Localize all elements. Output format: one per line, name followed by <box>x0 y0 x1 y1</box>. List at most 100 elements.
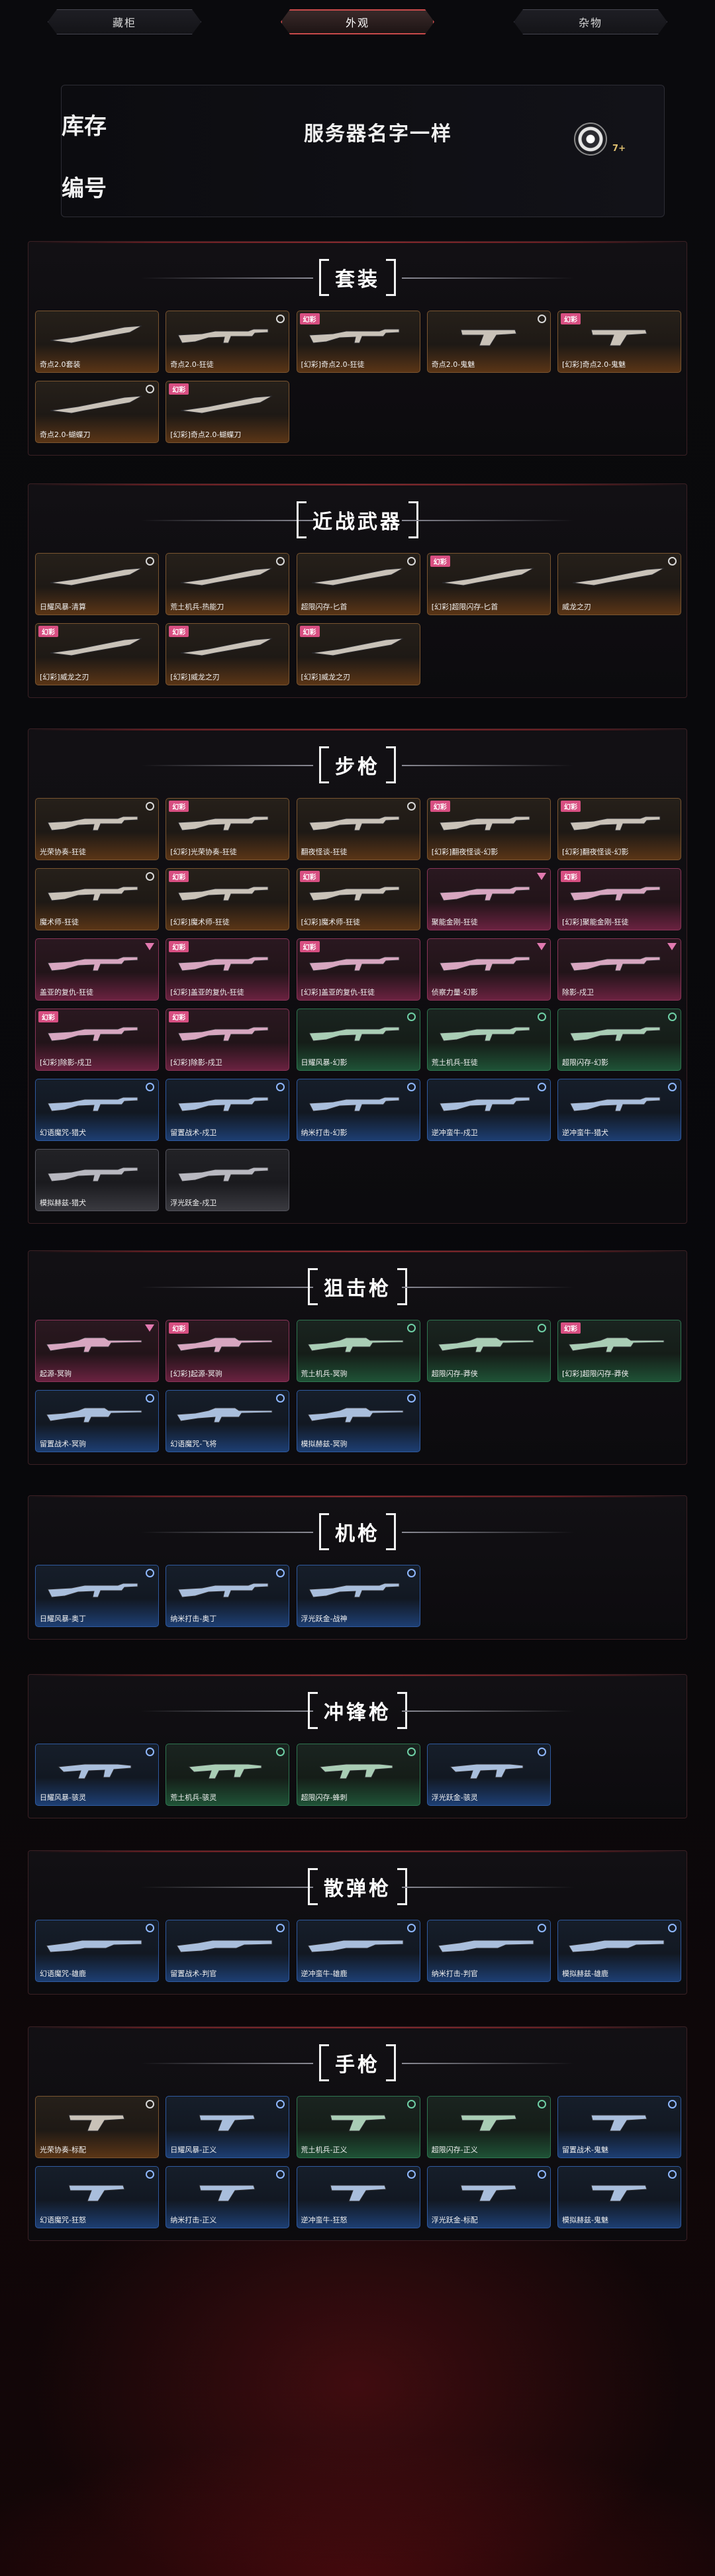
tab-2[interactable]: 杂物 <box>514 9 667 34</box>
skin-name: 光荣协奏-狂徒 <box>40 848 86 856</box>
variant-badge: 幻彩 <box>430 801 450 812</box>
skin-card[interactable]: 纳米打击-奥丁 <box>166 1565 290 1627</box>
pistol-icon <box>307 2108 406 2132</box>
skin-card[interactable]: 幻彩[幻彩]奇点2.0-鬼魅 <box>557 311 681 373</box>
skin-card[interactable]: 逆冲蛮牛-戍卫 <box>426 1079 551 1141</box>
skin-card[interactable]: 模拟赫兹-冥驹 <box>296 1390 420 1452</box>
skin-card[interactable]: 翻夜怪谈-狂徒 <box>296 798 420 860</box>
skin-card[interactable]: 超限闪存-幻影 <box>557 1009 681 1071</box>
skin-card[interactable]: 幻彩[幻彩]除影-戍卫 <box>166 1009 290 1071</box>
skin-card[interactable]: 荒土机兵-正义 <box>296 2096 420 2158</box>
skin-card[interactable]: 威龙之刃 <box>557 553 681 615</box>
skin-card[interactable]: 逆冲蛮牛-猎犬 <box>557 1079 681 1141</box>
section-divider-right <box>402 1710 574 1712</box>
skin-card[interactable]: 模拟赫兹-猎犬 <box>35 1149 159 1211</box>
skin-card[interactable]: 光荣协奏-狂徒 <box>35 798 159 860</box>
skin-card[interactable]: 留置战术-冥驹 <box>35 1390 159 1452</box>
skin-card[interactable]: 荒土机兵-冥驹 <box>296 1320 420 1382</box>
skin-card[interactable]: 幻语魔咒-飞将 <box>166 1390 290 1452</box>
sniper-icon <box>45 1403 144 1425</box>
skin-card[interactable]: 幻彩[幻彩]聚能金刚-狂徒 <box>557 868 681 930</box>
skin-card[interactable]: 奇点2.0-狂徒 <box>166 311 290 373</box>
skin-card[interactable]: 幻彩[幻彩]威龙之刃 <box>296 623 420 685</box>
skin-card[interactable]: 幻彩[幻彩]超限闪存-匕首 <box>426 553 551 615</box>
skin-card[interactable]: 幻彩[幻彩]翻夜怪谈-幻影 <box>557 798 681 860</box>
skin-card[interactable]: 奇点2.0-蝴蝶刀 <box>35 381 159 443</box>
skin-card[interactable]: 幻语魔咒-狂怒 <box>35 2166 159 2228</box>
skin-name: 纳米打击-判官 <box>431 1969 478 1978</box>
skin-card[interactable]: 日耀风暴-骇灵 <box>35 1744 159 1806</box>
skin-card[interactable]: 纳米打击-判官 <box>426 1920 551 1982</box>
section-header: 套装 <box>28 256 687 299</box>
skin-card[interactable]: 日耀风暴-幻影 <box>296 1009 420 1071</box>
skin-card[interactable]: 除影-戍卫 <box>557 938 681 1001</box>
skin-card[interactable]: 浮光跃金-戍卫 <box>166 1149 290 1211</box>
skin-card[interactable]: 荒土机兵-热能刀 <box>166 553 290 615</box>
skin-card[interactable]: 纳米打击-正义 <box>166 2166 290 2228</box>
tier-circle-icon <box>406 2170 416 2179</box>
rifle-icon <box>307 811 406 833</box>
skin-card[interactable]: 幻彩[幻彩]威龙之刃 <box>166 623 290 685</box>
skin-card[interactable]: 浮光跃金-骇灵 <box>426 1744 551 1806</box>
skin-card[interactable]: 幻彩[幻彩]除影-戍卫 <box>35 1009 159 1071</box>
skin-card[interactable]: 浮光跃金-战神 <box>296 1565 420 1627</box>
tier-triangle-icon <box>536 873 546 880</box>
skin-card[interactable]: 幻彩[幻彩]光荣协奏-狂徒 <box>166 798 290 860</box>
skin-card[interactable]: 幻语魔咒-雄鹿 <box>35 1920 159 1982</box>
item-grid: 光荣协奏-狂徒幻彩[幻彩]光荣协奏-狂徒翻夜怪谈-狂徒幻彩[幻彩]翻夜怪谈-幻影… <box>35 798 681 1211</box>
skin-card[interactable]: 纳米打击-幻影 <box>296 1079 420 1141</box>
section-divider-left <box>141 1532 313 1533</box>
skin-card[interactable]: 浮光跃金-标配 <box>426 2166 551 2228</box>
rifle-icon <box>307 951 406 973</box>
skin-card[interactable]: 奇点2.0套装 <box>35 311 159 373</box>
skin-card[interactable]: 起源-冥驹 <box>35 1320 159 1382</box>
skin-card[interactable]: 光荣协奏-标配 <box>35 2096 159 2158</box>
rank-sub-label: 7+ <box>612 144 626 154</box>
skin-card[interactable]: 超限闪存-正义 <box>426 2096 551 2158</box>
rifle-icon <box>437 881 536 903</box>
skin-card[interactable]: 日耀风暴-奥丁 <box>35 1565 159 1627</box>
skin-card[interactable]: 日耀风暴-清算 <box>35 553 159 615</box>
rifle-icon <box>307 881 406 903</box>
skin-card[interactable]: 盖亚的复仇-狂徒 <box>35 938 159 1001</box>
sniper-icon <box>45 1332 144 1355</box>
skin-card[interactable]: 幻彩[幻彩]盖亚的复仇-狂徒 <box>166 938 290 1001</box>
skin-card[interactable]: 荒土机兵-骇灵 <box>166 1744 290 1806</box>
skin-name: 浮光跃金-戍卫 <box>170 1199 217 1207</box>
section-title: 狙击枪 <box>308 1268 407 1305</box>
skin-card[interactable]: 超限闪存-蜂刺 <box>296 1744 420 1806</box>
skin-card[interactable]: 幻彩[幻彩]盖亚的复仇-狂徒 <box>296 938 420 1001</box>
skin-card[interactable]: 幻彩[幻彩]威龙之刃 <box>35 623 159 685</box>
skin-name: 浮光跃金-战神 <box>301 1614 348 1623</box>
skin-card[interactable]: 超限闪存-匕首 <box>296 553 420 615</box>
rifle-icon <box>175 811 275 833</box>
skin-card[interactable]: 留置战术-戍卫 <box>166 1079 290 1141</box>
skin-card[interactable]: 逆冲蛮牛-雄鹿 <box>296 1920 420 1982</box>
skin-card[interactable]: 侦察力量-幻影 <box>426 938 551 1001</box>
skin-card[interactable]: 幻彩[幻彩]奇点2.0-狂徒 <box>296 311 420 373</box>
tab-0[interactable]: 藏柜 <box>48 9 201 34</box>
skin-name: [幻彩]翻夜怪谈-幻影 <box>562 848 629 856</box>
variant-badge: 幻彩 <box>561 313 581 324</box>
skin-card[interactable]: 模拟赫兹-雄鹿 <box>557 1920 681 1982</box>
skin-card[interactable]: 留置战术-鬼魅 <box>557 2096 681 2158</box>
skin-card[interactable]: 日耀风暴-正义 <box>166 2096 290 2158</box>
tier-circle-icon <box>537 1324 546 1332</box>
skin-card[interactable]: 幻彩[幻彩]奇点2.0-蝴蝶刀 <box>166 381 290 443</box>
skin-card[interactable]: 逆冲蛮牛-狂怒 <box>296 2166 420 2228</box>
skin-card[interactable]: 模拟赫兹-鬼魅 <box>557 2166 681 2228</box>
skin-card[interactable]: 荒土机兵-狂徒 <box>426 1009 551 1071</box>
skin-card[interactable]: 聚能金刚-狂徒 <box>426 868 551 930</box>
skin-card[interactable]: 留置战术-判官 <box>166 1920 290 1982</box>
skin-card[interactable]: 魔术师-狂徒 <box>35 868 159 930</box>
skin-card[interactable]: 幻彩[幻彩]翻夜怪谈-幻影 <box>426 798 551 860</box>
skin-card[interactable]: 幻彩[幻彩]超限闪存-莽侠 <box>557 1320 681 1382</box>
knife-icon <box>567 566 667 588</box>
tab-1[interactable]: 外观 <box>281 9 434 34</box>
skin-card[interactable]: 奇点2.0-鬼魅 <box>426 311 551 373</box>
skin-card[interactable]: 超限闪存-莽侠 <box>426 1320 551 1382</box>
skin-card[interactable]: 幻彩[幻彩]魔术师-狂徒 <box>296 868 420 930</box>
skin-card[interactable]: 幻彩[幻彩]起源-冥驹 <box>166 1320 290 1382</box>
skin-card[interactable]: 幻语魔咒-猎犬 <box>35 1079 159 1141</box>
skin-card[interactable]: 幻彩[幻彩]魔术师-狂徒 <box>166 868 290 930</box>
